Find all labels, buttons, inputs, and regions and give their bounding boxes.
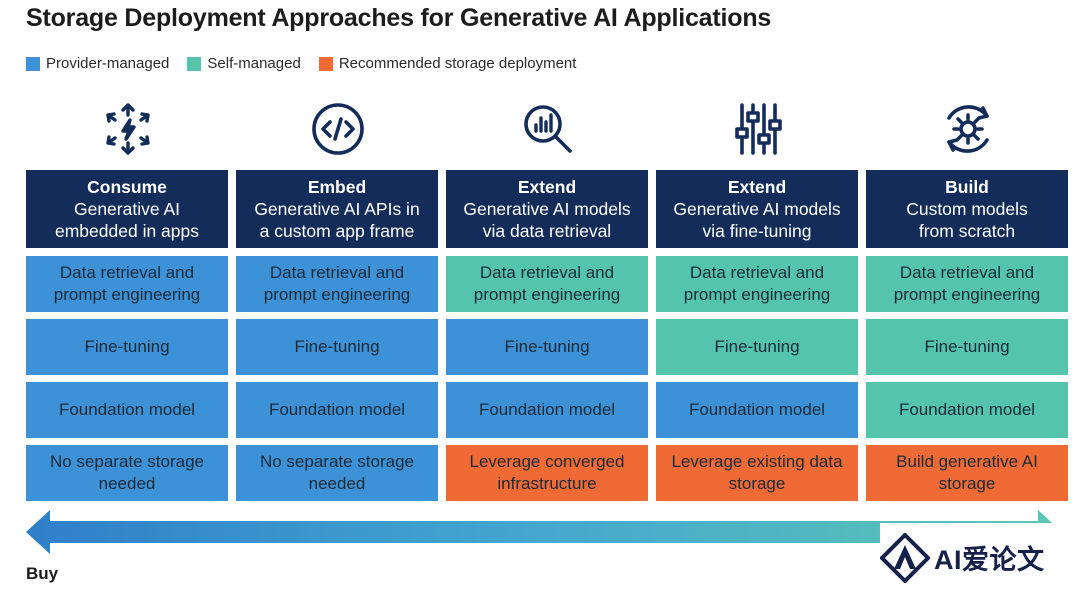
cell-text: Foundation model bbox=[58, 400, 196, 419]
column-header-line: via fine-tuning bbox=[702, 221, 812, 241]
cell-data-retrieval: Data retrieval and prompt engineering bbox=[26, 256, 228, 312]
icon-row bbox=[26, 98, 1056, 160]
cell-text: Data retrieval and prompt engineering bbox=[683, 263, 831, 304]
column-header: Embed Generative AI APIs in a custom app… bbox=[236, 170, 438, 248]
sparkle-arrows-icon bbox=[26, 98, 229, 160]
cell-foundation-model: Foundation model bbox=[236, 382, 438, 438]
cell-text: Foundation model bbox=[478, 400, 616, 419]
cell-storage: Leverage converged infrastructure bbox=[446, 445, 648, 501]
legend: Provider-managed Self-managed Recommende… bbox=[26, 55, 594, 72]
column-header: Extend Generative AI models via fine-tun… bbox=[656, 170, 858, 248]
cell-fine-tuning: Fine-tuning bbox=[446, 319, 648, 375]
column-header-line: Generative AI models bbox=[463, 199, 631, 219]
gear-cycle-icon bbox=[866, 98, 1069, 160]
column-header-title: Consume bbox=[87, 177, 167, 197]
column-header-title: Embed bbox=[307, 177, 367, 197]
cell-storage: Leverage existing data storage bbox=[656, 445, 858, 501]
cell-text: Fine-tuning bbox=[84, 337, 170, 356]
cell-text: Leverage converged infrastructure bbox=[469, 452, 625, 493]
cell-text: Foundation model bbox=[268, 400, 406, 419]
legend-label: Provider-managed bbox=[46, 55, 170, 72]
column-header: Extend Generative AI models via data ret… bbox=[446, 170, 648, 248]
cell-fine-tuning: Fine-tuning bbox=[656, 319, 858, 375]
column-header-title: Extend bbox=[517, 177, 577, 197]
code-icon bbox=[236, 98, 439, 160]
legend-label: Self-managed bbox=[207, 55, 301, 72]
cell-storage: No separate storage needed bbox=[26, 445, 228, 501]
diamond-a-icon bbox=[880, 532, 930, 583]
cell-text: No separate storage needed bbox=[259, 452, 415, 493]
cell-foundation-model: Foundation model bbox=[446, 382, 648, 438]
watermark-logo: AI爱论文 bbox=[880, 523, 1080, 592]
cell-data-retrieval: Data retrieval and prompt engineering bbox=[656, 256, 858, 312]
column-header-line: Generative AI APIs in bbox=[254, 199, 420, 219]
cell-storage: Build generative AI storage bbox=[866, 445, 1068, 501]
legend-item-self-managed: Self-managed bbox=[187, 55, 301, 72]
column-header: Build Custom models from scratch bbox=[866, 170, 1068, 248]
column-header-line: embedded in apps bbox=[55, 221, 199, 241]
legend-swatch bbox=[318, 56, 333, 71]
cell-text: Data retrieval and prompt engineering bbox=[53, 263, 201, 304]
cell-data-retrieval: Data retrieval and prompt engineering bbox=[866, 256, 1068, 312]
column-header: Consume Generative AI embedded in apps bbox=[26, 170, 228, 248]
column-header-title: Build bbox=[945, 177, 989, 197]
cell-fine-tuning: Fine-tuning bbox=[26, 319, 228, 375]
cell-text: Fine-tuning bbox=[294, 337, 380, 356]
cell-data-retrieval: Data retrieval and prompt engineering bbox=[236, 256, 438, 312]
legend-swatch bbox=[187, 56, 202, 71]
cell-text: Data retrieval and prompt engineering bbox=[473, 263, 621, 304]
cell-foundation-model: Foundation model bbox=[656, 382, 858, 438]
cell-text: Data retrieval and prompt engineering bbox=[893, 263, 1041, 304]
buy-build-spectrum-arrow bbox=[26, 508, 1062, 558]
cell-fine-tuning: Fine-tuning bbox=[866, 319, 1068, 375]
watermark-text: AI爱论文 bbox=[934, 545, 1045, 575]
cell-fine-tuning: Fine-tuning bbox=[236, 319, 438, 375]
cell-foundation-model: Foundation model bbox=[26, 382, 228, 438]
column-header-line: from scratch bbox=[918, 221, 1016, 241]
column-header-title: Extend bbox=[727, 177, 787, 197]
column-header-line: via data retrieval bbox=[482, 221, 612, 241]
cell-data-retrieval: Data retrieval and prompt engineering bbox=[446, 256, 648, 312]
legend-swatch bbox=[26, 56, 40, 71]
cell-text: Data retrieval and prompt engineering bbox=[263, 263, 411, 304]
cell-text: No separate storage needed bbox=[49, 452, 205, 493]
cell-text: Foundation model bbox=[688, 400, 826, 419]
column-header-line: Generative AI models bbox=[673, 199, 841, 219]
sliders-icon bbox=[656, 98, 859, 160]
page-title: Storage Deployment Approaches for Genera… bbox=[26, 4, 772, 32]
legend-item-provider-managed: Provider-managed bbox=[26, 55, 169, 72]
buy-label: Buy bbox=[26, 564, 59, 583]
cell-text: Fine-tuning bbox=[714, 337, 800, 356]
legend-label: Recommended storage deployment bbox=[338, 55, 577, 72]
cell-foundation-model: Foundation model bbox=[866, 382, 1068, 438]
column-header-line: a custom app frame bbox=[259, 221, 415, 241]
column-header-line: Generative AI bbox=[73, 199, 181, 219]
magnifier-chart-icon bbox=[446, 98, 649, 160]
cell-text: Fine-tuning bbox=[924, 337, 1010, 356]
cell-text: Build generative AI storage bbox=[896, 452, 1038, 493]
legend-item-recommended: Recommended storage deployment bbox=[318, 55, 577, 72]
cell-storage: No separate storage needed bbox=[236, 445, 438, 501]
cell-text: Fine-tuning bbox=[504, 337, 590, 356]
cell-text: Leverage existing data storage bbox=[671, 452, 843, 493]
cell-text: Foundation model bbox=[898, 400, 1036, 419]
column-header-line: Custom models bbox=[906, 199, 1028, 219]
